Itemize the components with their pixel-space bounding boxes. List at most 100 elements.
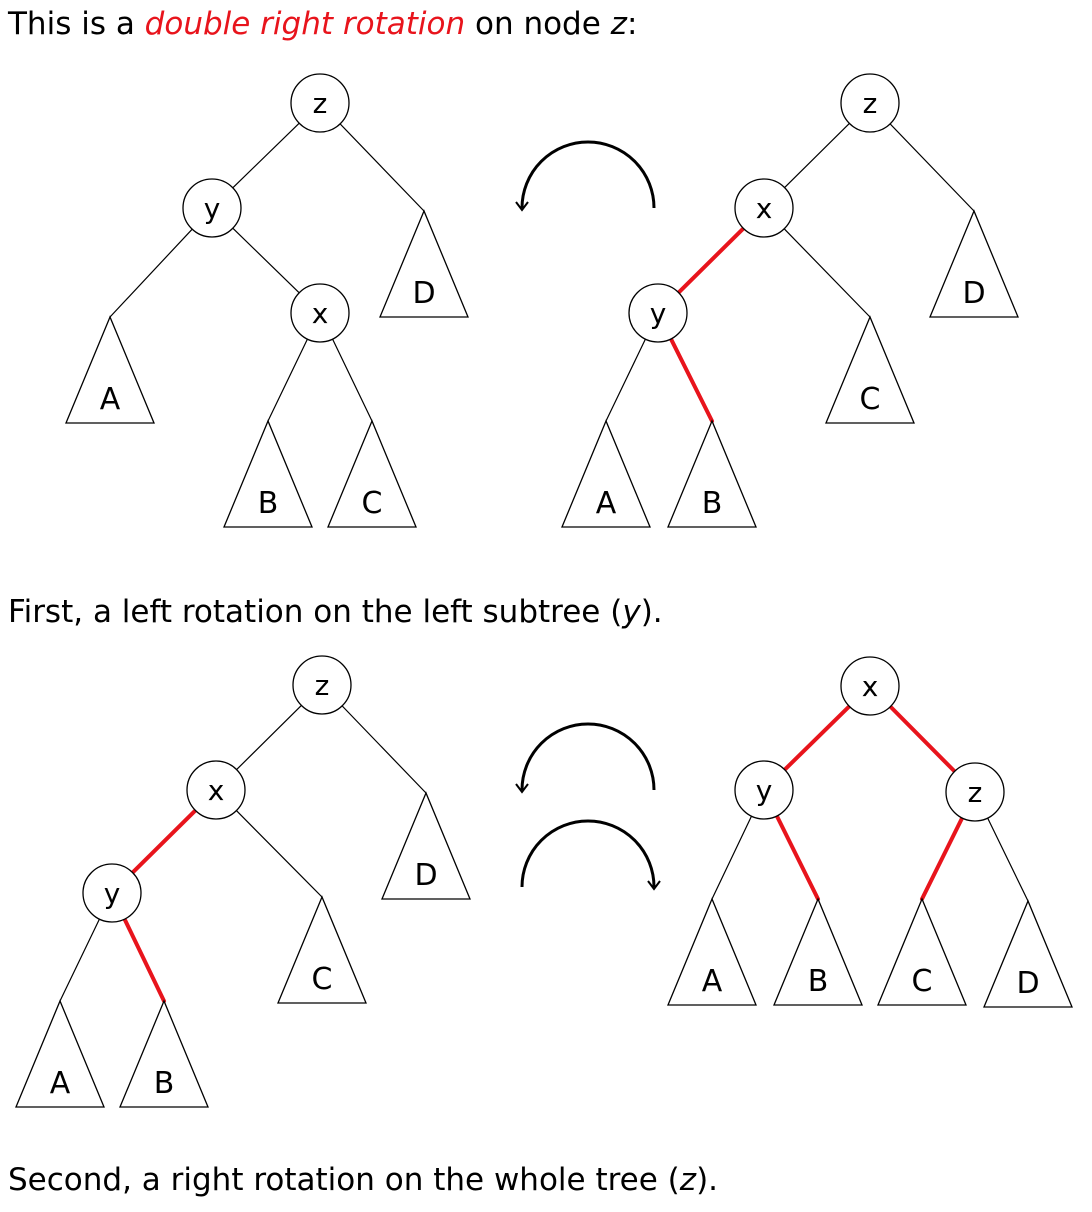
intro-caption: This is a double right rotation on node … (8, 4, 637, 44)
subtree-B-after-right-rotation (773, 897, 863, 1006)
node-y-after-right-rotation (734, 760, 794, 820)
edge-after-left-rotation-display-z-D (889, 123, 975, 212)
subtree-label-C: C (860, 382, 881, 417)
second-var: z (679, 1162, 697, 1198)
subtree-A-after-right-rotation (667, 897, 757, 1006)
edge-after-right-rotation-y-B (774, 813, 820, 901)
edge-after-left-rotation-display-y-A (605, 338, 647, 422)
node-y-after-left-rotation-display (628, 283, 688, 343)
first-var: y (622, 594, 641, 630)
node-label-x: x (756, 192, 773, 225)
subtree-B-after-left-rotation-display (667, 419, 757, 528)
edge-after-left-rotation-display-z-x (784, 122, 850, 189)
subtree-C-after-left-rotation-display (825, 315, 915, 424)
subtree-label-B: B (154, 1066, 175, 1101)
subtree-label-B: B (702, 486, 723, 521)
subtree-B-original (223, 419, 313, 528)
rotation-arrow-counterclockwise (520, 140, 656, 209)
subtree-label-C: C (312, 962, 333, 997)
intro-prefix: This is a (8, 6, 145, 42)
node-label-z: z (863, 87, 878, 120)
edge-original-z-D (339, 123, 425, 212)
intro-var: z (610, 6, 627, 42)
subtree-D-after-left-rotation (381, 791, 471, 900)
subtree-label-A: A (50, 1066, 71, 1101)
second-prefix: Second, a right rotation on the whole tr… (8, 1162, 680, 1198)
subtree-B-after-left-rotation (119, 999, 209, 1108)
node-z-after-right-rotation (945, 762, 1005, 822)
node-x-after-left-rotation (186, 760, 246, 820)
subtree-A-after-left-rotation (15, 999, 105, 1108)
subtree-D-after-left-rotation-display (929, 209, 1019, 318)
subtree-label-A: A (702, 964, 723, 999)
node-x-original (290, 283, 350, 343)
edge-after-left-rotation-z-D (341, 705, 427, 794)
subtree-label-B: B (808, 964, 829, 999)
intro-end: : (626, 6, 638, 42)
node-x-after-right-rotation (840, 656, 900, 716)
node-y-original (182, 178, 242, 238)
edge-original-x-C (331, 338, 373, 422)
arrowhead-counterclockwise (515, 783, 529, 794)
node-label-x: x (208, 774, 225, 807)
edge-original-y-x (232, 227, 300, 294)
node-label-z: z (315, 669, 330, 702)
edge-after-right-rotation-y-A (711, 815, 753, 900)
subtree-D-original (379, 209, 469, 318)
node-label-y: y (756, 774, 773, 807)
first-end: ). (640, 594, 663, 630)
intro-highlight: double right rotation (144, 6, 466, 42)
edge-after-right-rotation-z-C (920, 815, 965, 901)
subtree-A-original (65, 315, 155, 424)
arrowhead-counterclockwise (515, 201, 529, 212)
node-z-after-left-rotation (292, 655, 352, 715)
subtree-label-A: A (596, 486, 617, 521)
node-y-after-left-rotation (82, 863, 142, 923)
edge-after-left-rotation-display-x-C (783, 228, 871, 318)
edge-after-left-rotation-y-A (59, 918, 101, 1002)
edge-after-right-rotation-x-z (888, 704, 957, 774)
subtree-label-B: B (258, 486, 279, 521)
edge-after-right-rotation-x-y (782, 704, 852, 772)
subtree-label-A: A (100, 382, 121, 417)
subtree-C-after-right-rotation (877, 897, 967, 1006)
subtree-A-after-left-rotation-display (561, 419, 651, 528)
second-step-caption: Second, a right rotation on the whole tr… (8, 1160, 718, 1200)
subtree-label-C: C (912, 964, 933, 999)
node-label-y: y (204, 192, 221, 225)
subtree-D-after-right-rotation (983, 899, 1073, 1008)
node-z-after-left-rotation-display (840, 73, 900, 133)
edge-after-left-rotation-y-B (122, 917, 166, 1003)
node-z-original (290, 73, 350, 133)
edge-after-right-rotation-z-D (987, 817, 1029, 902)
rotation-arrow-counterclockwise (520, 722, 656, 791)
subtree-label-D: D (414, 858, 437, 893)
edge-after-left-rotation-display-x-y (676, 226, 746, 295)
subtree-label-D: D (962, 276, 985, 311)
node-label-z: z (313, 87, 328, 120)
node-label-y: y (104, 877, 121, 910)
rotation-arrow-clockwise (520, 819, 656, 888)
node-label-x: x (862, 670, 879, 703)
node-label-y: y (650, 297, 667, 330)
intro-suffix: on node (465, 6, 611, 42)
edge-after-left-rotation-z-x (236, 704, 302, 771)
edge-after-left-rotation-display-y-B (668, 336, 714, 423)
edge-original-x-B (267, 338, 309, 422)
second-end: ). (696, 1162, 719, 1198)
subtree-C-after-left-rotation (277, 895, 367, 1004)
node-label-z: z (968, 776, 983, 809)
subtree-C-original (327, 419, 417, 528)
arrowhead-clockwise (647, 880, 661, 891)
edge-after-left-rotation-x-C (235, 810, 323, 898)
subtree-label-D: D (412, 276, 435, 311)
node-label-x: x (312, 297, 329, 330)
first-step-caption: First, a left rotation on the left subtr… (8, 592, 663, 632)
subtree-label-D: D (1016, 966, 1039, 1001)
subtree-label-C: C (362, 486, 383, 521)
edge-original-z-y (232, 122, 300, 189)
edge-after-left-rotation-x-y (130, 808, 198, 875)
node-x-after-left-rotation-display (734, 178, 794, 238)
first-prefix: First, a left rotation on the left subtr… (8, 594, 623, 630)
